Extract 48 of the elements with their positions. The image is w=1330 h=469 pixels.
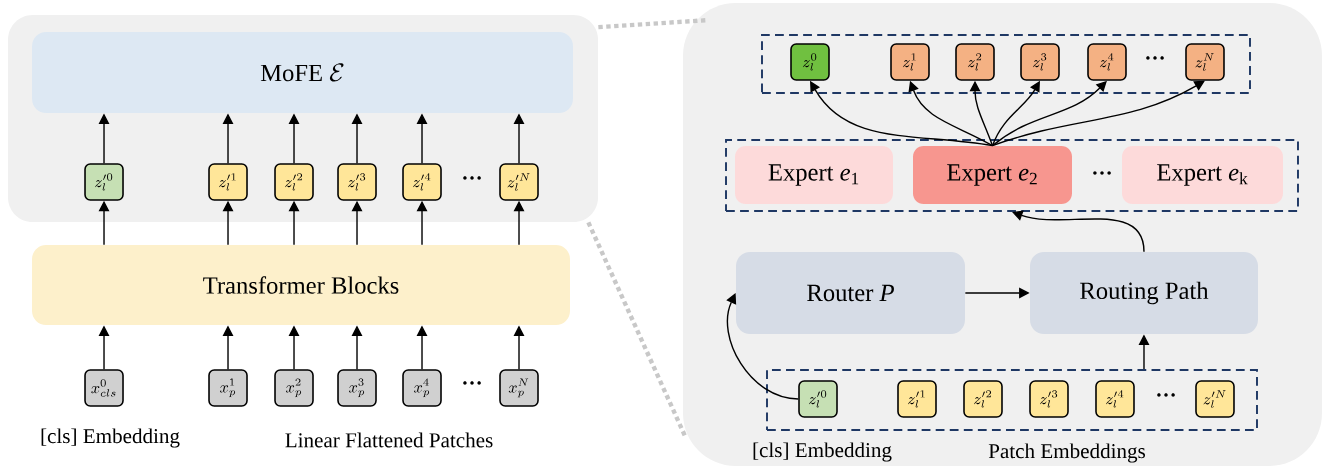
arrow xyxy=(726,293,799,400)
token-box: $z'^{2}_{l}$ xyxy=(274,163,314,201)
expert-box: Expert e$_{1}$ xyxy=(735,146,893,204)
ellipsis: … xyxy=(1157,393,1175,397)
expert-box: Expert e$_{k}$ xyxy=(1122,146,1283,204)
router-box: Router P xyxy=(736,252,965,334)
caption-text: [cls] Embedding xyxy=(753,442,892,462)
block-box: Transformer Blocks xyxy=(32,245,570,325)
dashed-group-box xyxy=(761,34,1251,94)
ellipsis: … xyxy=(463,176,481,180)
token-box: $z'^{N}_{l}$ xyxy=(499,163,539,201)
caption-text: Patch Embeddings xyxy=(988,443,1145,463)
dashed-group-box xyxy=(725,139,1299,212)
routing-box: Routing Path xyxy=(1030,252,1258,334)
arrow xyxy=(991,80,1205,147)
token-box: $z^{4}_{l}$ xyxy=(1087,43,1127,81)
token-box: $z^{1}_{l}$ xyxy=(890,43,930,81)
arrow xyxy=(1012,210,1145,253)
token-box: $z'^{4}_{l}$ xyxy=(402,163,442,201)
caption-text: Linear Flattened Patches xyxy=(285,432,493,448)
token-box: $z'^{1}_{l}$ xyxy=(208,163,248,201)
ellipsis: … xyxy=(1093,171,1111,175)
ellipsis: … xyxy=(1146,56,1164,60)
ellipsis: … xyxy=(463,381,481,385)
token-box: $x^{3}_{p}$ xyxy=(337,369,377,407)
token-box: $z'^{3}_{l}$ xyxy=(1029,380,1069,418)
token-box: $z^{2}_{l}$ xyxy=(955,43,995,81)
token-box: $z^{N}_{l}$ xyxy=(1185,43,1225,81)
caption-text: [cls] Embedding xyxy=(41,428,180,448)
zoom-line xyxy=(598,17,708,30)
zoom-line xyxy=(586,221,688,438)
token-box: $z'^{2}_{l}$ xyxy=(963,380,1003,418)
token-box: $z'^{3}_{l}$ xyxy=(337,163,377,201)
token-box: $z'^{1}_{l}$ xyxy=(897,380,937,418)
token-box: $x^{4}_{p}$ xyxy=(402,369,442,407)
token-box: $x^{0}_{cls}$ xyxy=(84,369,124,407)
expert-box: Expert e$_{2}$ xyxy=(913,146,1072,204)
token-box: $z'^{0}_{l}$ xyxy=(84,163,124,201)
token-box: $x^{N}_{p}$ xyxy=(499,369,539,407)
token-box: $x^{1}_{p}$ xyxy=(208,369,248,407)
token-box: $z'^{0}_{l}$ xyxy=(798,380,838,418)
token-box: $z^{0}_{l}$ xyxy=(790,43,830,81)
token-box: $z'^{N}_{l}$ xyxy=(1195,380,1235,418)
token-box: $z^{3}_{l}$ xyxy=(1020,43,1060,81)
module-box: $\mathrm{MoFE}\ \mathcal{E}$ xyxy=(32,32,573,113)
token-box: $z'^{4}_{l}$ xyxy=(1095,380,1135,418)
token-box: $x^{2}_{p}$ xyxy=(274,369,314,407)
dashed-group-box xyxy=(766,369,1258,431)
